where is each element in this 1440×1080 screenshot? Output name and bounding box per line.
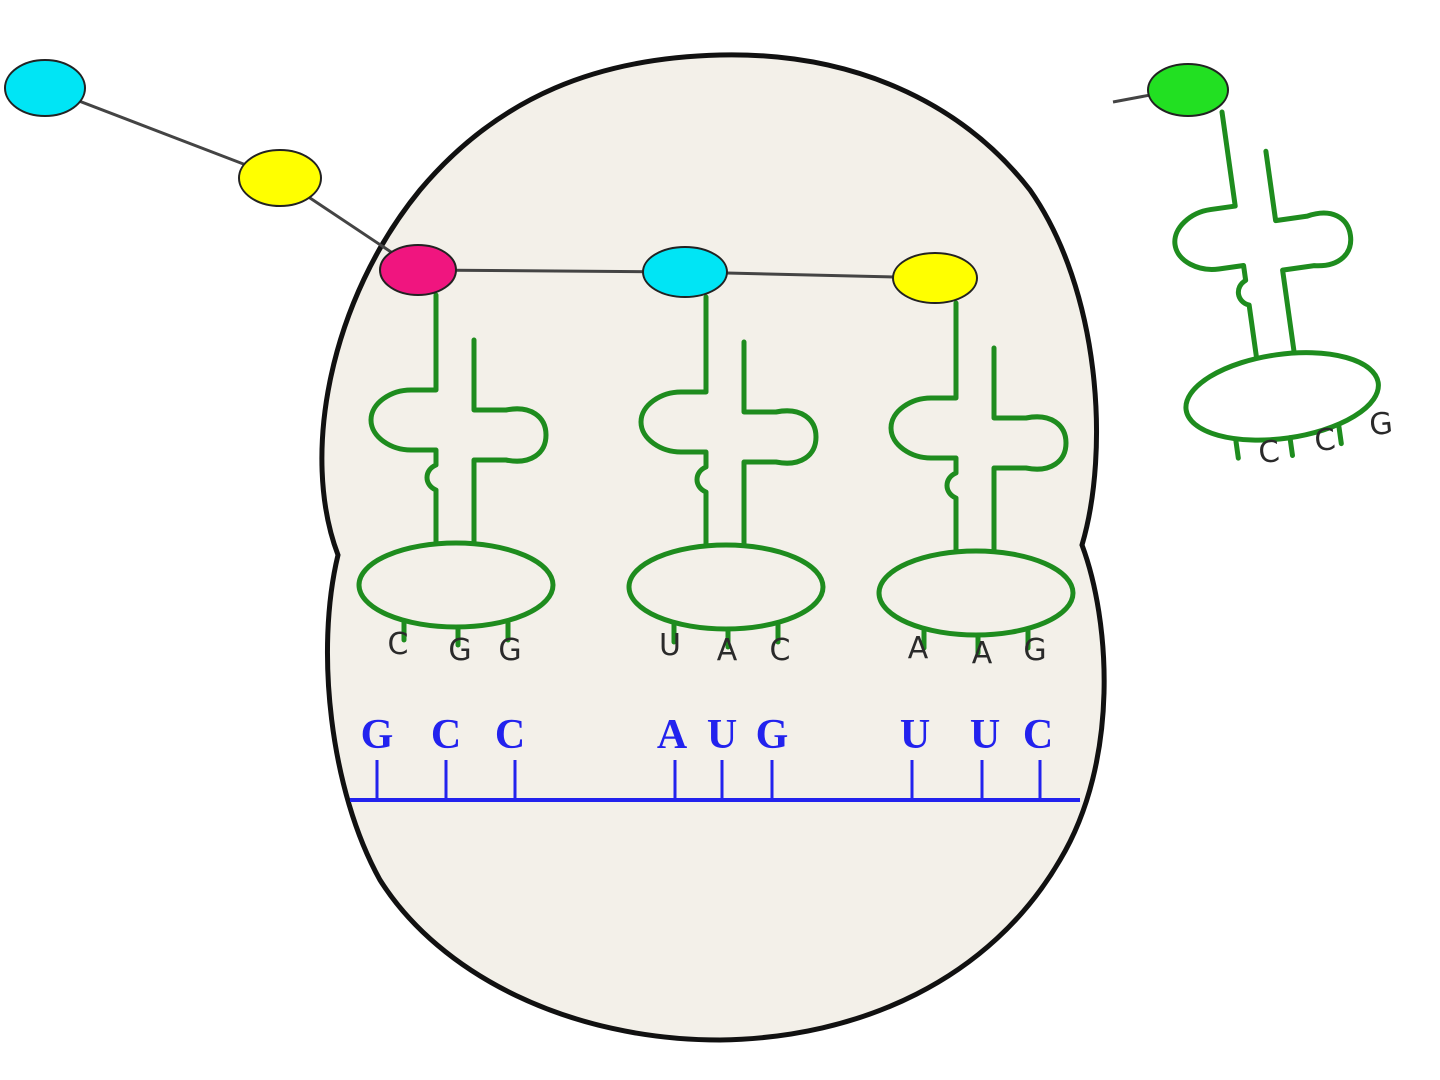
anticodon-base: G [1368, 406, 1395, 443]
peptide-bond [44, 86, 281, 180]
amino-acid-site-1 [379, 244, 457, 296]
anticodon-base: U [659, 628, 681, 663]
amino-acid-chain-2 [238, 149, 322, 207]
anticodon-base: G [448, 633, 471, 668]
anticodons: C G G U A C A A G C C G [388, 406, 1395, 671]
codon-base: U [900, 712, 930, 758]
anticodon-base: G [1023, 633, 1046, 668]
peptide-bond [417, 268, 686, 274]
anticodon-base: C [388, 627, 409, 662]
codon-base: U [970, 712, 1000, 758]
anticodon-base: A [717, 633, 738, 668]
mrna-ticks [375, 760, 1042, 800]
anticodon-base: C [1313, 422, 1337, 459]
codon-base: A [657, 712, 688, 758]
codon-base: C [495, 712, 525, 758]
anticodon-base: A [972, 636, 993, 671]
codon-base: U [707, 712, 737, 758]
codon-base: G [756, 712, 789, 758]
anticodon-base: G [498, 633, 521, 668]
codon-base: C [431, 712, 461, 758]
codon-base: C [1023, 712, 1053, 758]
amino-acid-site-3 [892, 252, 978, 304]
codons: G C C A U G U U C [361, 712, 1054, 758]
amino-acid-chain-1 [4, 59, 86, 117]
anticodon-base: A [908, 631, 929, 666]
amino-acid-incoming [1147, 63, 1229, 117]
anticodon-base: C [1257, 434, 1281, 471]
amino-acids [4, 59, 1229, 304]
trna-4 [1146, 96, 1387, 470]
mrna-strand [350, 760, 1080, 802]
anticodon-base: C [770, 633, 791, 668]
codon-base: G [361, 712, 394, 758]
amino-acid-site-2 [642, 246, 728, 298]
